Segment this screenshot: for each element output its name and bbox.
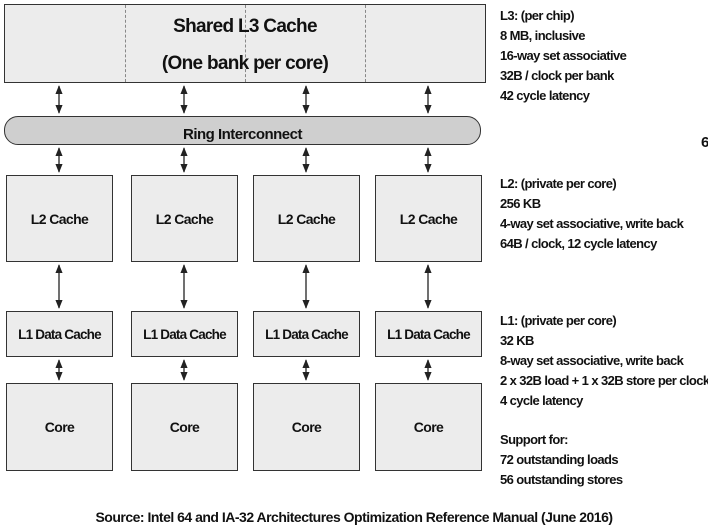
spec-line: L1: (private per core) [500,313,617,328]
core-1: Core [6,383,113,471]
l3-bank-divider [125,5,126,82]
l1-data-cache-core-4: L1 Data Cache [375,311,482,357]
core-3: Core [253,383,360,471]
l2-cache-core-4: L2 Cache [375,175,482,262]
source-caption: Source: Intel 64 and IA-32 Architectures… [95,509,613,525]
l2-cache-core-1: L2 Cache [6,175,113,262]
l2-spec-text: L2: (private per core) 256 KB 4-way set … [500,174,684,254]
l3-bank-divider [365,5,366,82]
spec-line: 56 outstanding stores [500,472,623,487]
ring-interconnect-label: Ring Interconnect [182,126,303,143]
spec-line: L3: (per chip) [500,8,575,23]
l2-cache-core-2: L2 Cache [131,175,238,262]
l1-data-cache-core-3: L1 Data Cache [253,311,360,357]
l1-spec-text: L1: (private per core) 32 KB 8-way set a… [500,311,708,411]
l3-subtitle: (One bank per core) [161,53,329,74]
support-spec-text: Support for: 72 outstanding loads 56 out… [500,430,623,490]
l3-spec-text: L3: (per chip) 8 MB, inclusive 16-way se… [500,6,627,106]
spec-line: 8-way set associative, write back [500,353,684,368]
l3-bank-divider [245,5,246,82]
l3-title: Shared L3 Cache [173,16,317,37]
l2-cache-core-3: L2 Cache [253,175,360,262]
spec-line: 8 MB, inclusive [500,28,586,43]
spec-line: 32 KB [500,333,534,348]
spec-line: 16-way set associative [500,48,627,63]
spec-line: 72 outstanding loads [500,452,619,467]
l1-data-cache-core-2: L1 Data Cache [131,311,238,357]
spec-line: L2: (private per core) [500,176,617,191]
spec-line: 42 cycle latency [500,88,590,103]
spec-line: 64B / clock, 12 cycle latency [500,236,657,251]
spec-line: 32B / clock per bank [500,68,614,83]
spec-line: 4-way set associative, write back [500,216,684,231]
ring-interconnect: Ring Interconnect [4,116,481,145]
l1-data-cache-core-1: L1 Data Cache [6,311,113,357]
edge-text-fragment: 6 [701,134,708,151]
spec-line: 256 KB [500,196,541,211]
spec-line: 4 cycle latency [500,393,583,408]
spec-line: Support for: [500,432,569,447]
spec-line: 2 x 32B load + 1 x 32B store per clock [500,373,708,388]
core-2: Core [131,383,238,471]
l3-cache-block: Shared L3 Cache (One bank per core) [4,4,486,83]
core-4: Core [375,383,482,471]
